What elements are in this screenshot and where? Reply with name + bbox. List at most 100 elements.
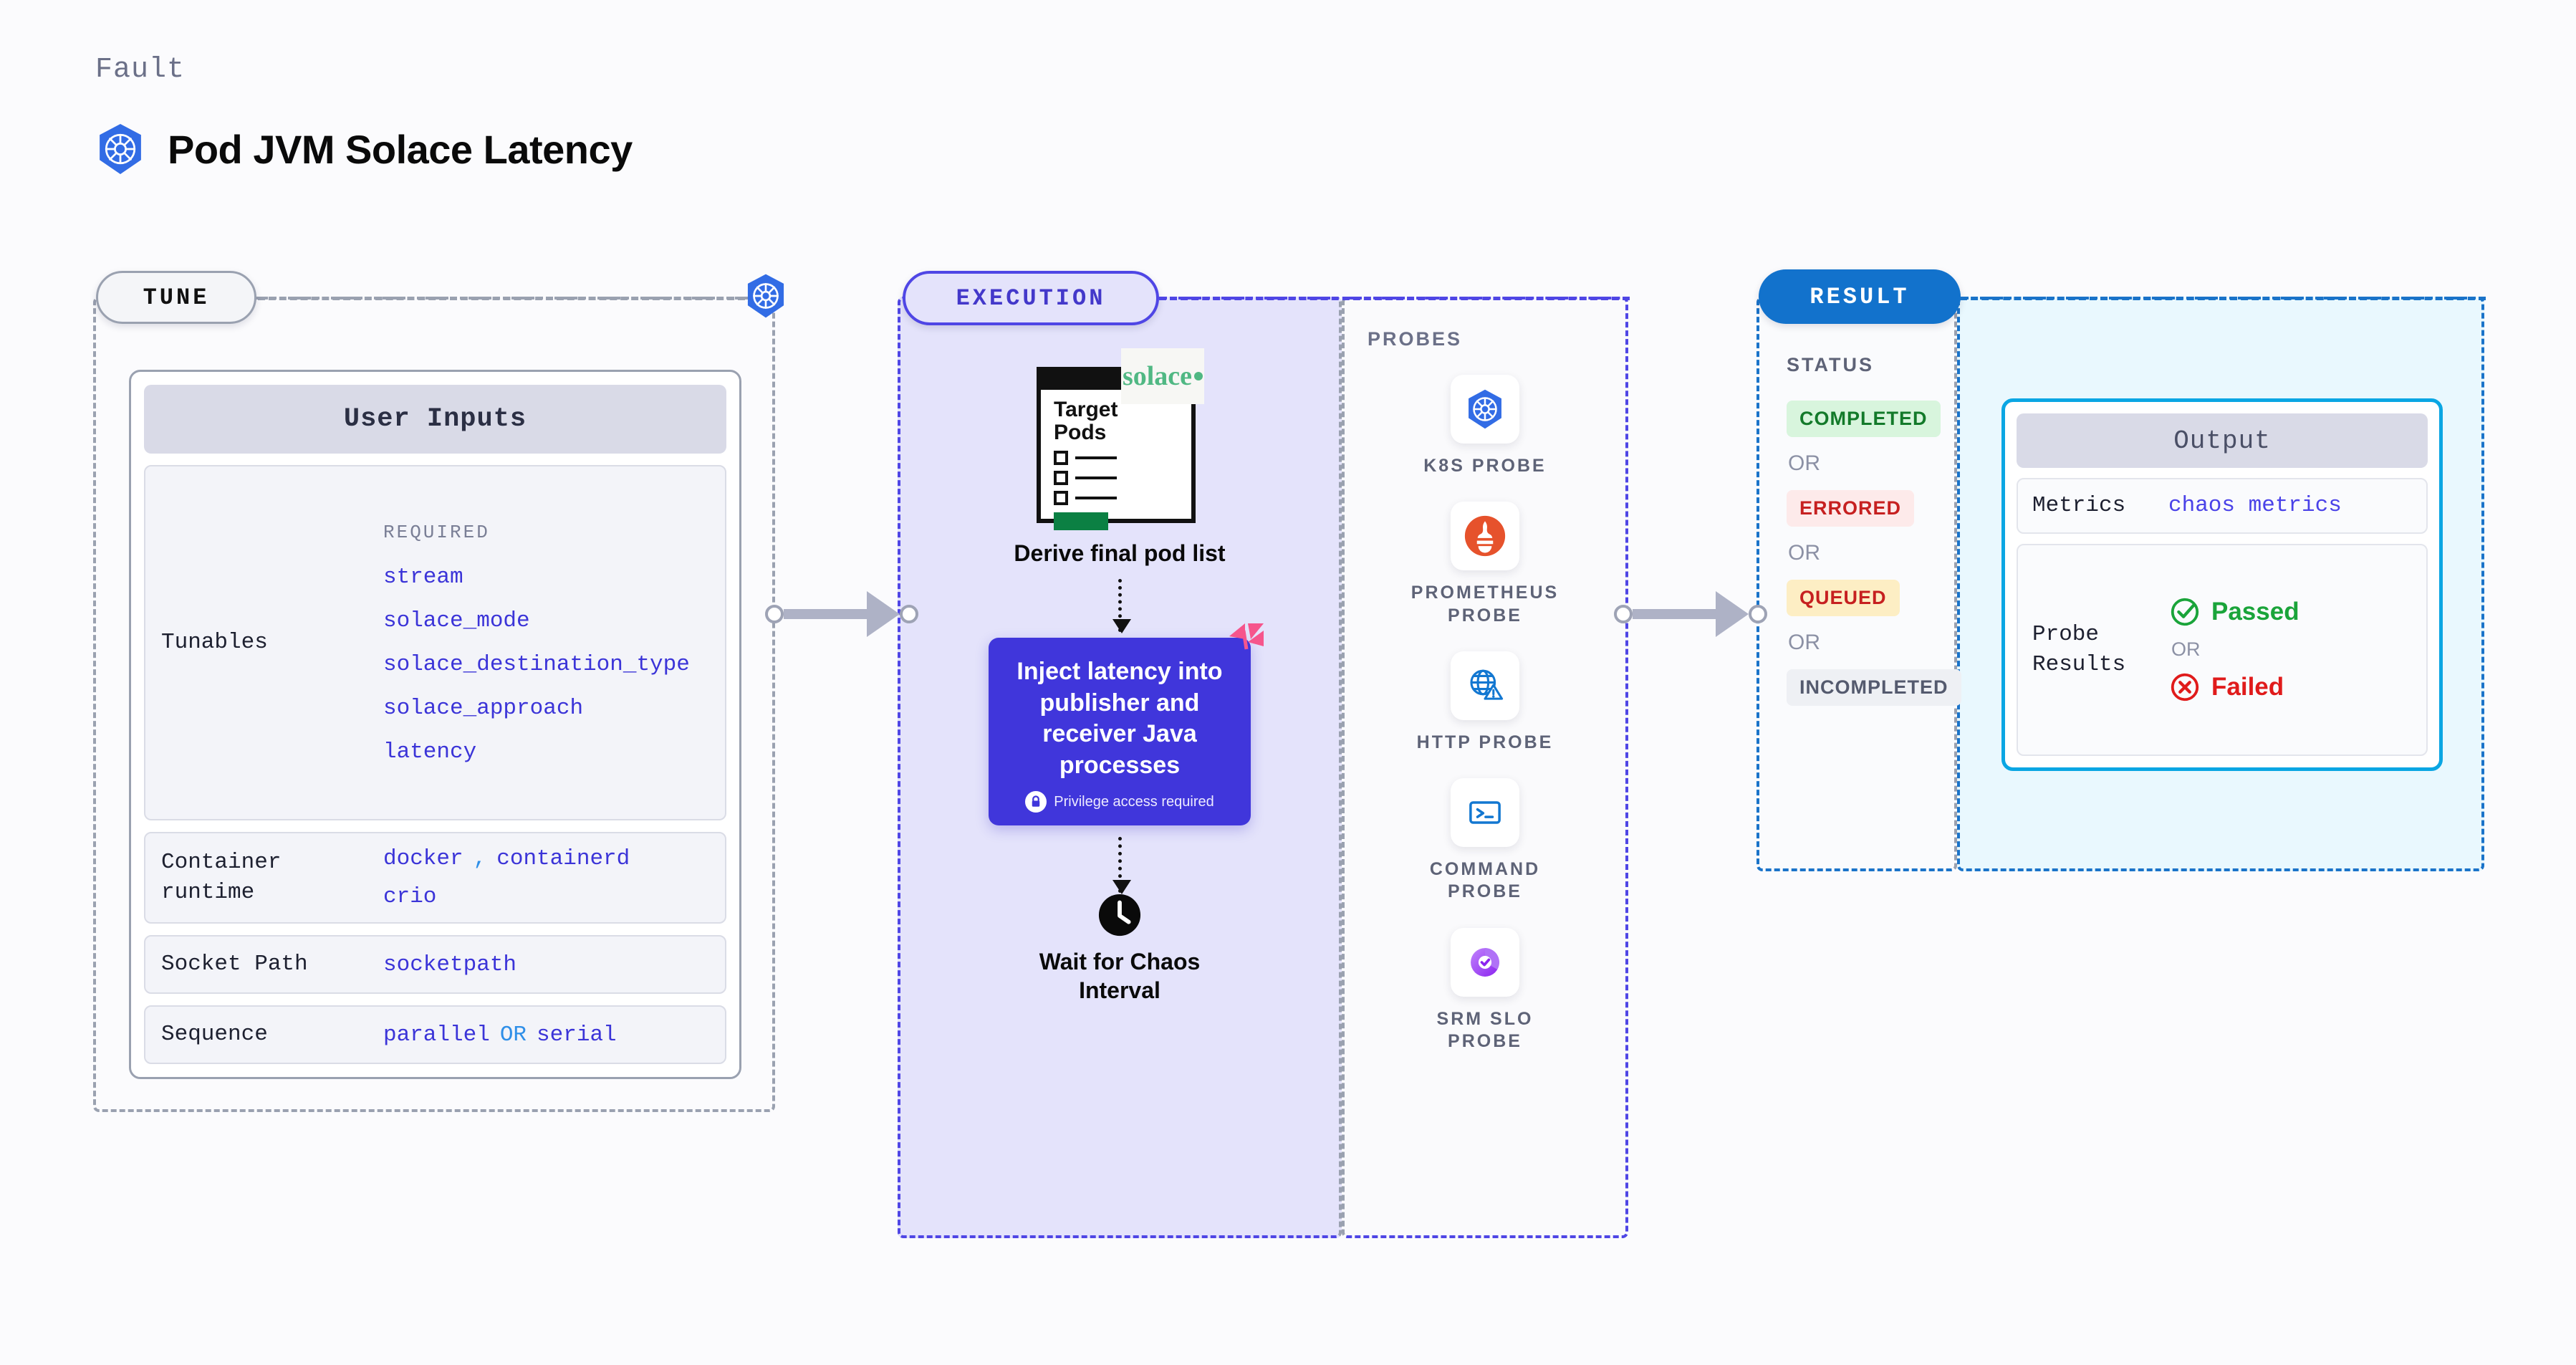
sequence-or: OR xyxy=(499,1022,527,1048)
page-eyebrow: Fault xyxy=(95,54,186,86)
user-inputs-title: User Inputs xyxy=(144,385,726,454)
tune-dashed-line xyxy=(258,297,745,300)
row-values: socketpath xyxy=(383,952,516,977)
terminal-icon xyxy=(1451,778,1519,847)
probe-item-prometheus[interactable]: PROMETHEUS PROBE xyxy=(1399,502,1571,627)
tunable-solace-destination-type[interactable]: solace_destination_type xyxy=(383,651,690,677)
row-label: Tunables xyxy=(161,630,268,656)
connector-probes-to-result xyxy=(1614,591,1767,637)
output-title: Output xyxy=(2017,413,2428,468)
user-inputs-row-socket-path: Socket Path socketpath xyxy=(144,935,726,995)
placeholder-line xyxy=(1075,456,1117,459)
inject-step-text: Inject latency into publisher and receiv… xyxy=(1017,658,1223,779)
probe-label: PROMETHEUS PROBE xyxy=(1410,583,1559,626)
target-pods-card: Target Pods solace xyxy=(1037,348,1204,530)
checkbox-icon xyxy=(1054,491,1068,505)
probe-results-or-label: OR xyxy=(2171,638,2201,661)
row-values: docker , containerd crio xyxy=(383,846,630,909)
status-or-label: OR xyxy=(1788,541,1820,565)
http-globe-warning-icon xyxy=(1450,651,1519,720)
stage-label-result[interactable]: RESULT xyxy=(1759,269,1961,324)
socket-path-value[interactable]: socketpath xyxy=(383,952,517,977)
probe-item-srm-slo[interactable]: SRM SLO PROBE xyxy=(1399,927,1571,1053)
connector-tune-to-execution xyxy=(765,591,918,637)
probe-result-passed: Passed xyxy=(2168,595,2299,628)
prometheus-icon xyxy=(1451,502,1519,571)
user-inputs-row-sequence: Sequence parallel OR serial xyxy=(144,1005,726,1064)
kubernetes-icon xyxy=(93,122,148,176)
probe-label: HTTP PROBE xyxy=(1416,732,1554,752)
probes-section-title: PROBES xyxy=(1368,328,1463,350)
kubernetes-icon xyxy=(742,272,789,320)
output-card: Output Metrics chaos metrics Probe Resul… xyxy=(2001,398,2443,771)
connector-dot xyxy=(1614,605,1633,623)
tunable-solace-approach[interactable]: solace_approach xyxy=(383,695,584,721)
probe-results-values: Passed OR Failed xyxy=(2168,595,2299,704)
status-badge-queued: QUEUED xyxy=(1787,580,1900,616)
probe-item-http[interactable]: HTTP PROBE xyxy=(1417,651,1554,754)
stage-label-tune[interactable]: TUNE xyxy=(96,271,256,324)
pod-card-title-line1: Target xyxy=(1054,398,1118,421)
tunable-latency[interactable]: latency xyxy=(383,739,477,765)
required-label: REQUIRED xyxy=(383,521,490,543)
tunable-solace-mode[interactable]: solace_mode xyxy=(383,608,530,633)
row-values: REQUIRED stream solace_mode solace_desti… xyxy=(383,522,690,765)
flow-arrow-down-icon xyxy=(1112,837,1131,895)
pod-checkbox-list xyxy=(1054,451,1191,505)
tunable-stream[interactable]: stream xyxy=(383,564,463,590)
connector-line xyxy=(784,609,868,619)
solace-wordmark: solace xyxy=(1122,361,1193,391)
stage-label-execution[interactable]: EXECUTION xyxy=(903,271,1159,325)
execution-dashed-line xyxy=(1159,297,1630,300)
sequence-serial[interactable]: serial xyxy=(537,1022,617,1048)
placeholder-line xyxy=(1075,497,1117,499)
clock-icon xyxy=(1097,893,1142,937)
status-section-title: STATUS xyxy=(1787,354,1874,375)
probe-label: SRM SLO PROBE xyxy=(1436,1008,1534,1051)
probes-column: PROBES K8S PROBE xyxy=(1342,297,1628,1238)
status-or-label: OR xyxy=(1788,631,1820,654)
output-metrics-label: Metrics xyxy=(2032,493,2126,518)
row-label: Socket Path xyxy=(161,952,308,977)
chaos-logo-icon xyxy=(1226,621,1267,661)
probe-failed-label: Failed xyxy=(2211,673,2284,701)
runtime-crio[interactable]: crio xyxy=(383,884,437,910)
status-badge-errored: ERRORED xyxy=(1787,490,1915,527)
probe-passed-label: Passed xyxy=(2211,598,2299,626)
pod-card-title-line2: Pods xyxy=(1054,420,1107,444)
status-badge-completed: COMPLETED xyxy=(1787,401,1941,437)
check-circle-icon xyxy=(2168,595,2201,628)
runtime-containerd[interactable]: containerd xyxy=(496,846,630,872)
list-item xyxy=(1054,471,1191,485)
output-metrics-value[interactable]: chaos metrics xyxy=(2168,493,2342,519)
row-values: parallel OR serial xyxy=(383,1022,617,1048)
srm-slo-icon xyxy=(1451,927,1519,997)
result-column: STATUS COMPLETED OR ERRORED OR QUEUED OR… xyxy=(1756,297,1961,871)
connector-dot xyxy=(765,605,784,623)
probe-item-k8s[interactable]: K8S PROBE xyxy=(1423,375,1546,477)
runtime-docker[interactable]: docker xyxy=(383,846,463,872)
probe-item-command[interactable]: COMMAND PROBE xyxy=(1399,778,1571,904)
wait-line-1: Wait for Chaos xyxy=(1039,949,1201,975)
placeholder-line xyxy=(1075,476,1117,479)
output-row-probe-results: Probe Results Passed OR xyxy=(2017,543,2428,756)
inject-latency-step[interactable]: Inject latency into publisher and receiv… xyxy=(989,623,1264,826)
runtime-separator: , xyxy=(473,846,487,872)
privilege-note-row: Privilege access required xyxy=(1025,791,1214,813)
page-title: Pod JVM Solace Latency xyxy=(168,126,633,172)
checkbox-icon xyxy=(1054,451,1068,465)
probe-label: COMMAND PROBE xyxy=(1429,859,1541,902)
row-label: Sequence xyxy=(161,1022,268,1048)
row-label: Container runtime xyxy=(161,850,282,906)
kubernetes-icon xyxy=(1450,375,1519,444)
page-title-row: Pod JVM Solace Latency xyxy=(93,122,633,176)
result-dashed-line xyxy=(1960,297,2486,300)
connector-dot xyxy=(1749,605,1767,623)
lock-icon xyxy=(1025,791,1047,813)
arrow-head-icon xyxy=(1716,591,1749,637)
connector-line xyxy=(1633,609,1717,619)
sequence-parallel[interactable]: parallel xyxy=(383,1022,490,1048)
derive-pod-list-caption: Derive final pod list xyxy=(1014,540,1226,566)
wait-line-2: Interval xyxy=(1079,977,1160,1004)
